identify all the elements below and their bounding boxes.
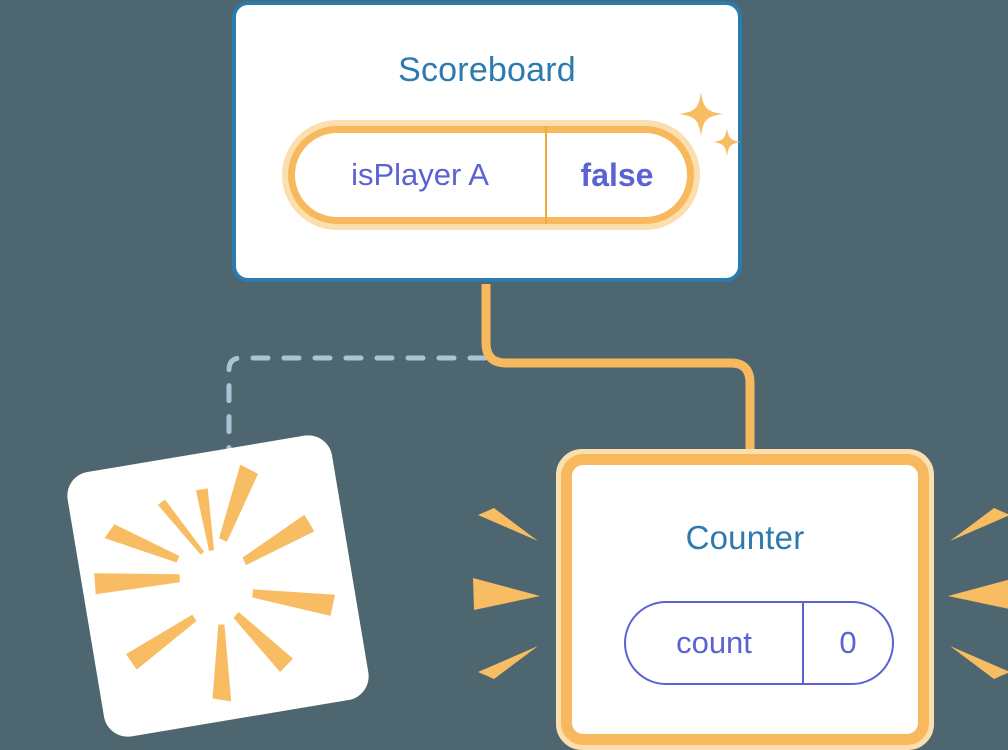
counter-property-pill[interactable]: count 0 xyxy=(624,601,894,685)
scoreboard-property-pill[interactable]: isPlayer A false xyxy=(282,120,700,230)
scoreboard-title: Scoreboard xyxy=(398,51,576,89)
sparkle-star-small-icon xyxy=(713,128,741,156)
burst-ray-group xyxy=(94,464,336,702)
counter-title: Counter xyxy=(685,519,805,556)
ray-icon xyxy=(242,514,315,566)
ray-icon xyxy=(157,499,205,555)
connector-scoreboard-to-burst-card xyxy=(226,355,488,469)
scoreboard-property-value: false xyxy=(580,156,654,193)
ray-icon xyxy=(478,508,538,541)
scoreboard-card[interactable]: Scoreboard isPlayer A false xyxy=(232,1,742,282)
counter-rays-left xyxy=(473,508,540,679)
ray-icon xyxy=(212,624,232,702)
counter-highlight-halo xyxy=(556,449,934,750)
pill-highlight-glow xyxy=(282,120,700,230)
counter-property-key: count xyxy=(676,625,752,660)
ray-icon xyxy=(219,464,259,542)
pill-divider xyxy=(545,126,547,224)
sparkle-group xyxy=(679,92,741,156)
scoreboard-property-key: isPlayer A xyxy=(351,157,489,192)
burst-card[interactable] xyxy=(63,431,373,741)
sparkle-star-icon xyxy=(679,92,723,136)
ray-icon xyxy=(233,611,294,672)
pill-body: isPlayer A false xyxy=(288,126,694,224)
counter-card-surface: Counter count 0 xyxy=(561,454,929,745)
ray-icon xyxy=(948,579,1008,609)
ray-icon xyxy=(94,573,180,595)
ray-icon xyxy=(478,646,538,679)
pill-divider xyxy=(802,601,804,685)
ray-icon xyxy=(950,646,1008,679)
ray-icon xyxy=(252,589,336,616)
ray-icon xyxy=(195,488,215,551)
counter-property-value: 0 xyxy=(839,625,857,660)
ray-icon xyxy=(950,508,1008,541)
ray-icon xyxy=(125,614,197,670)
ray-icon xyxy=(104,524,180,563)
ray-icon xyxy=(473,578,540,610)
counter-card[interactable]: Counter count 0 xyxy=(556,449,934,750)
counter-rays-right xyxy=(948,508,1008,679)
connector-scoreboard-to-counter xyxy=(481,284,755,462)
